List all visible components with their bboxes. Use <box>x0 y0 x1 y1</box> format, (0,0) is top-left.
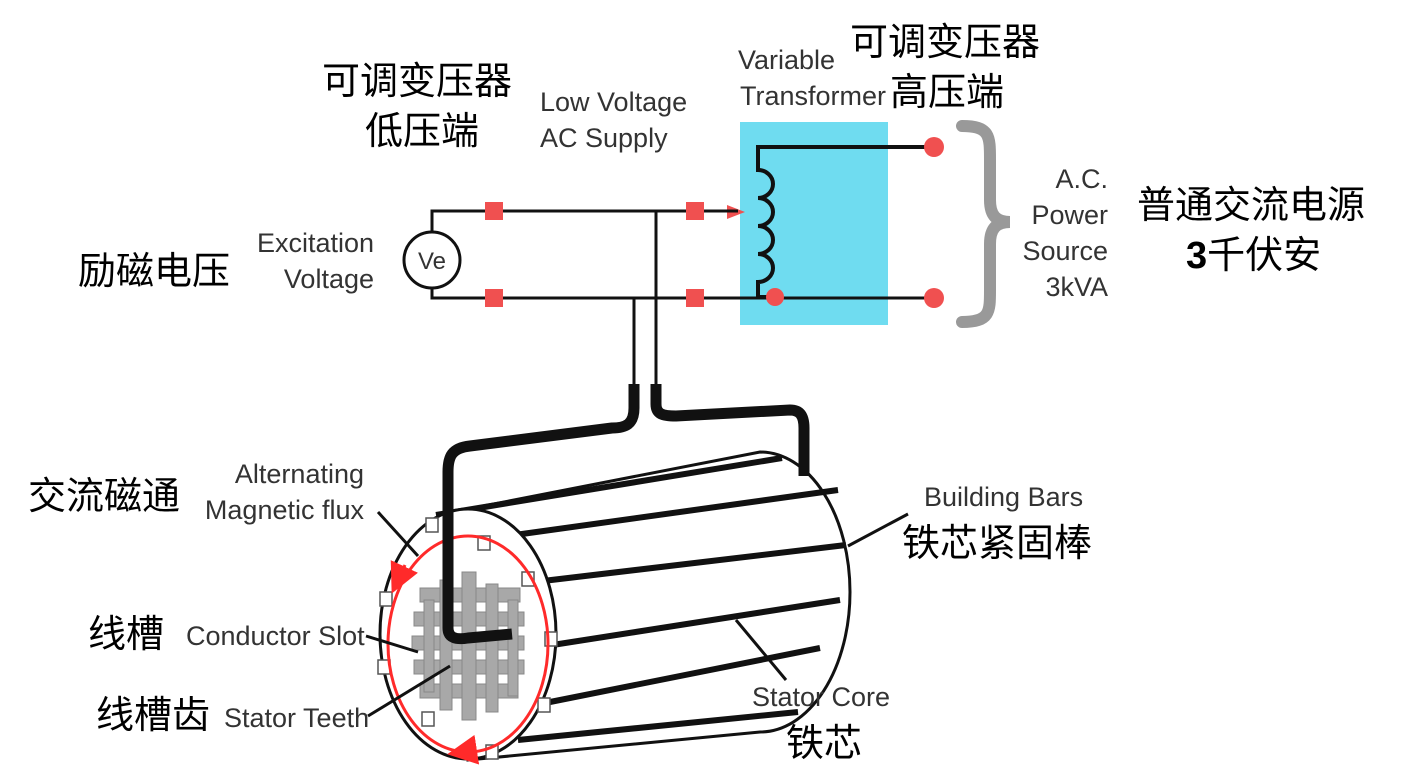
terminal-top-left <box>485 202 503 220</box>
coil-end-dot <box>766 288 784 306</box>
alternating-flux-en-line1: Alternating <box>235 459 364 489</box>
building-bar <box>435 455 783 518</box>
low-voltage-end-cn-line2: 低压端 <box>365 109 479 153</box>
low-voltage-end-cn-line1: 可调变压器 <box>322 59 512 103</box>
variable-transformer-line2: Transformer <box>740 81 886 111</box>
ac-power-line1: A.C. <box>1055 164 1108 194</box>
variable-transformer-line1: Variable <box>738 45 835 75</box>
ac-power-line2: Power <box>1031 200 1108 230</box>
excitation-voltage-en-line1: Excitation <box>257 228 374 258</box>
terminal-output-top <box>924 137 944 157</box>
alternating-flux-cn: 交流磁通 <box>28 474 180 518</box>
conductor-slot-en: Conductor Slot <box>186 621 365 651</box>
ac-power-cn-line1: 普通交流电源 <box>1137 183 1365 227</box>
high-voltage-end-cn-line2: 高压端 <box>890 70 1004 114</box>
building-bar <box>517 709 799 743</box>
ac-power-line3: Source <box>1022 236 1108 266</box>
building-bar <box>539 645 821 707</box>
excitation-voltage-en-line2: Voltage <box>284 264 374 294</box>
terminal-top-right <box>686 202 704 220</box>
ve-meter-label: Ve <box>418 248 446 275</box>
excitation-voltage-cn: 励磁电压 <box>78 249 230 293</box>
low-voltage-supply-line1: Low Voltage <box>540 87 687 117</box>
leader-stator-core <box>734 619 788 681</box>
transformer-coil <box>756 145 935 299</box>
rim-tab <box>537 697 551 713</box>
terminal-bottom-left <box>485 289 503 307</box>
flux-arrow <box>390 560 418 594</box>
building-bars-cn: 铁芯紧固棒 <box>902 521 1092 565</box>
ac-power-cn-line2: 3千伏安 <box>1186 233 1321 277</box>
excitation-cable <box>442 384 640 645</box>
stator-teeth <box>411 571 525 721</box>
building-bars-en: Building Bars <box>924 482 1083 512</box>
terminal-bottom-right <box>686 289 704 307</box>
leader-conductor-slot <box>365 634 419 654</box>
building-bar <box>545 597 841 649</box>
stator-core-en: Stator Core <box>752 682 890 712</box>
leader-building-bars <box>847 512 909 548</box>
terminal-output-bottom <box>924 288 944 308</box>
rim-tab <box>421 711 435 727</box>
stator-core-cn: 铁芯 <box>786 721 862 765</box>
building-bar <box>485 487 839 542</box>
stator-teeth-en: Stator Teeth <box>224 703 369 733</box>
stator-core <box>377 450 852 765</box>
ve-meter <box>402 230 462 290</box>
low-voltage-supply-line2: AC Supply <box>540 123 668 153</box>
rim-tab <box>379 591 393 607</box>
stator-teeth-cn: 线槽齿 <box>96 693 210 737</box>
building-bar <box>525 542 847 586</box>
high-voltage-end-cn-line1: 可调变压器 <box>850 20 1040 64</box>
flux-arrow <box>447 734 480 765</box>
conductor-slot-cn: 线槽 <box>88 612 164 656</box>
ac-power-line4: 3kVA <box>1045 272 1108 302</box>
leader-stator-teeth <box>367 664 451 718</box>
ac-power-cn-number: 3 <box>1186 235 1207 277</box>
rim-tab <box>425 517 439 533</box>
excitation-cable-return <box>650 384 810 476</box>
alternating-flux-en-line2: Magnetic flux <box>205 495 365 525</box>
ac-power-brace <box>956 120 1011 328</box>
ac-power-cn-unit: 千伏安 <box>1207 233 1321 277</box>
leader-flux <box>376 510 420 558</box>
